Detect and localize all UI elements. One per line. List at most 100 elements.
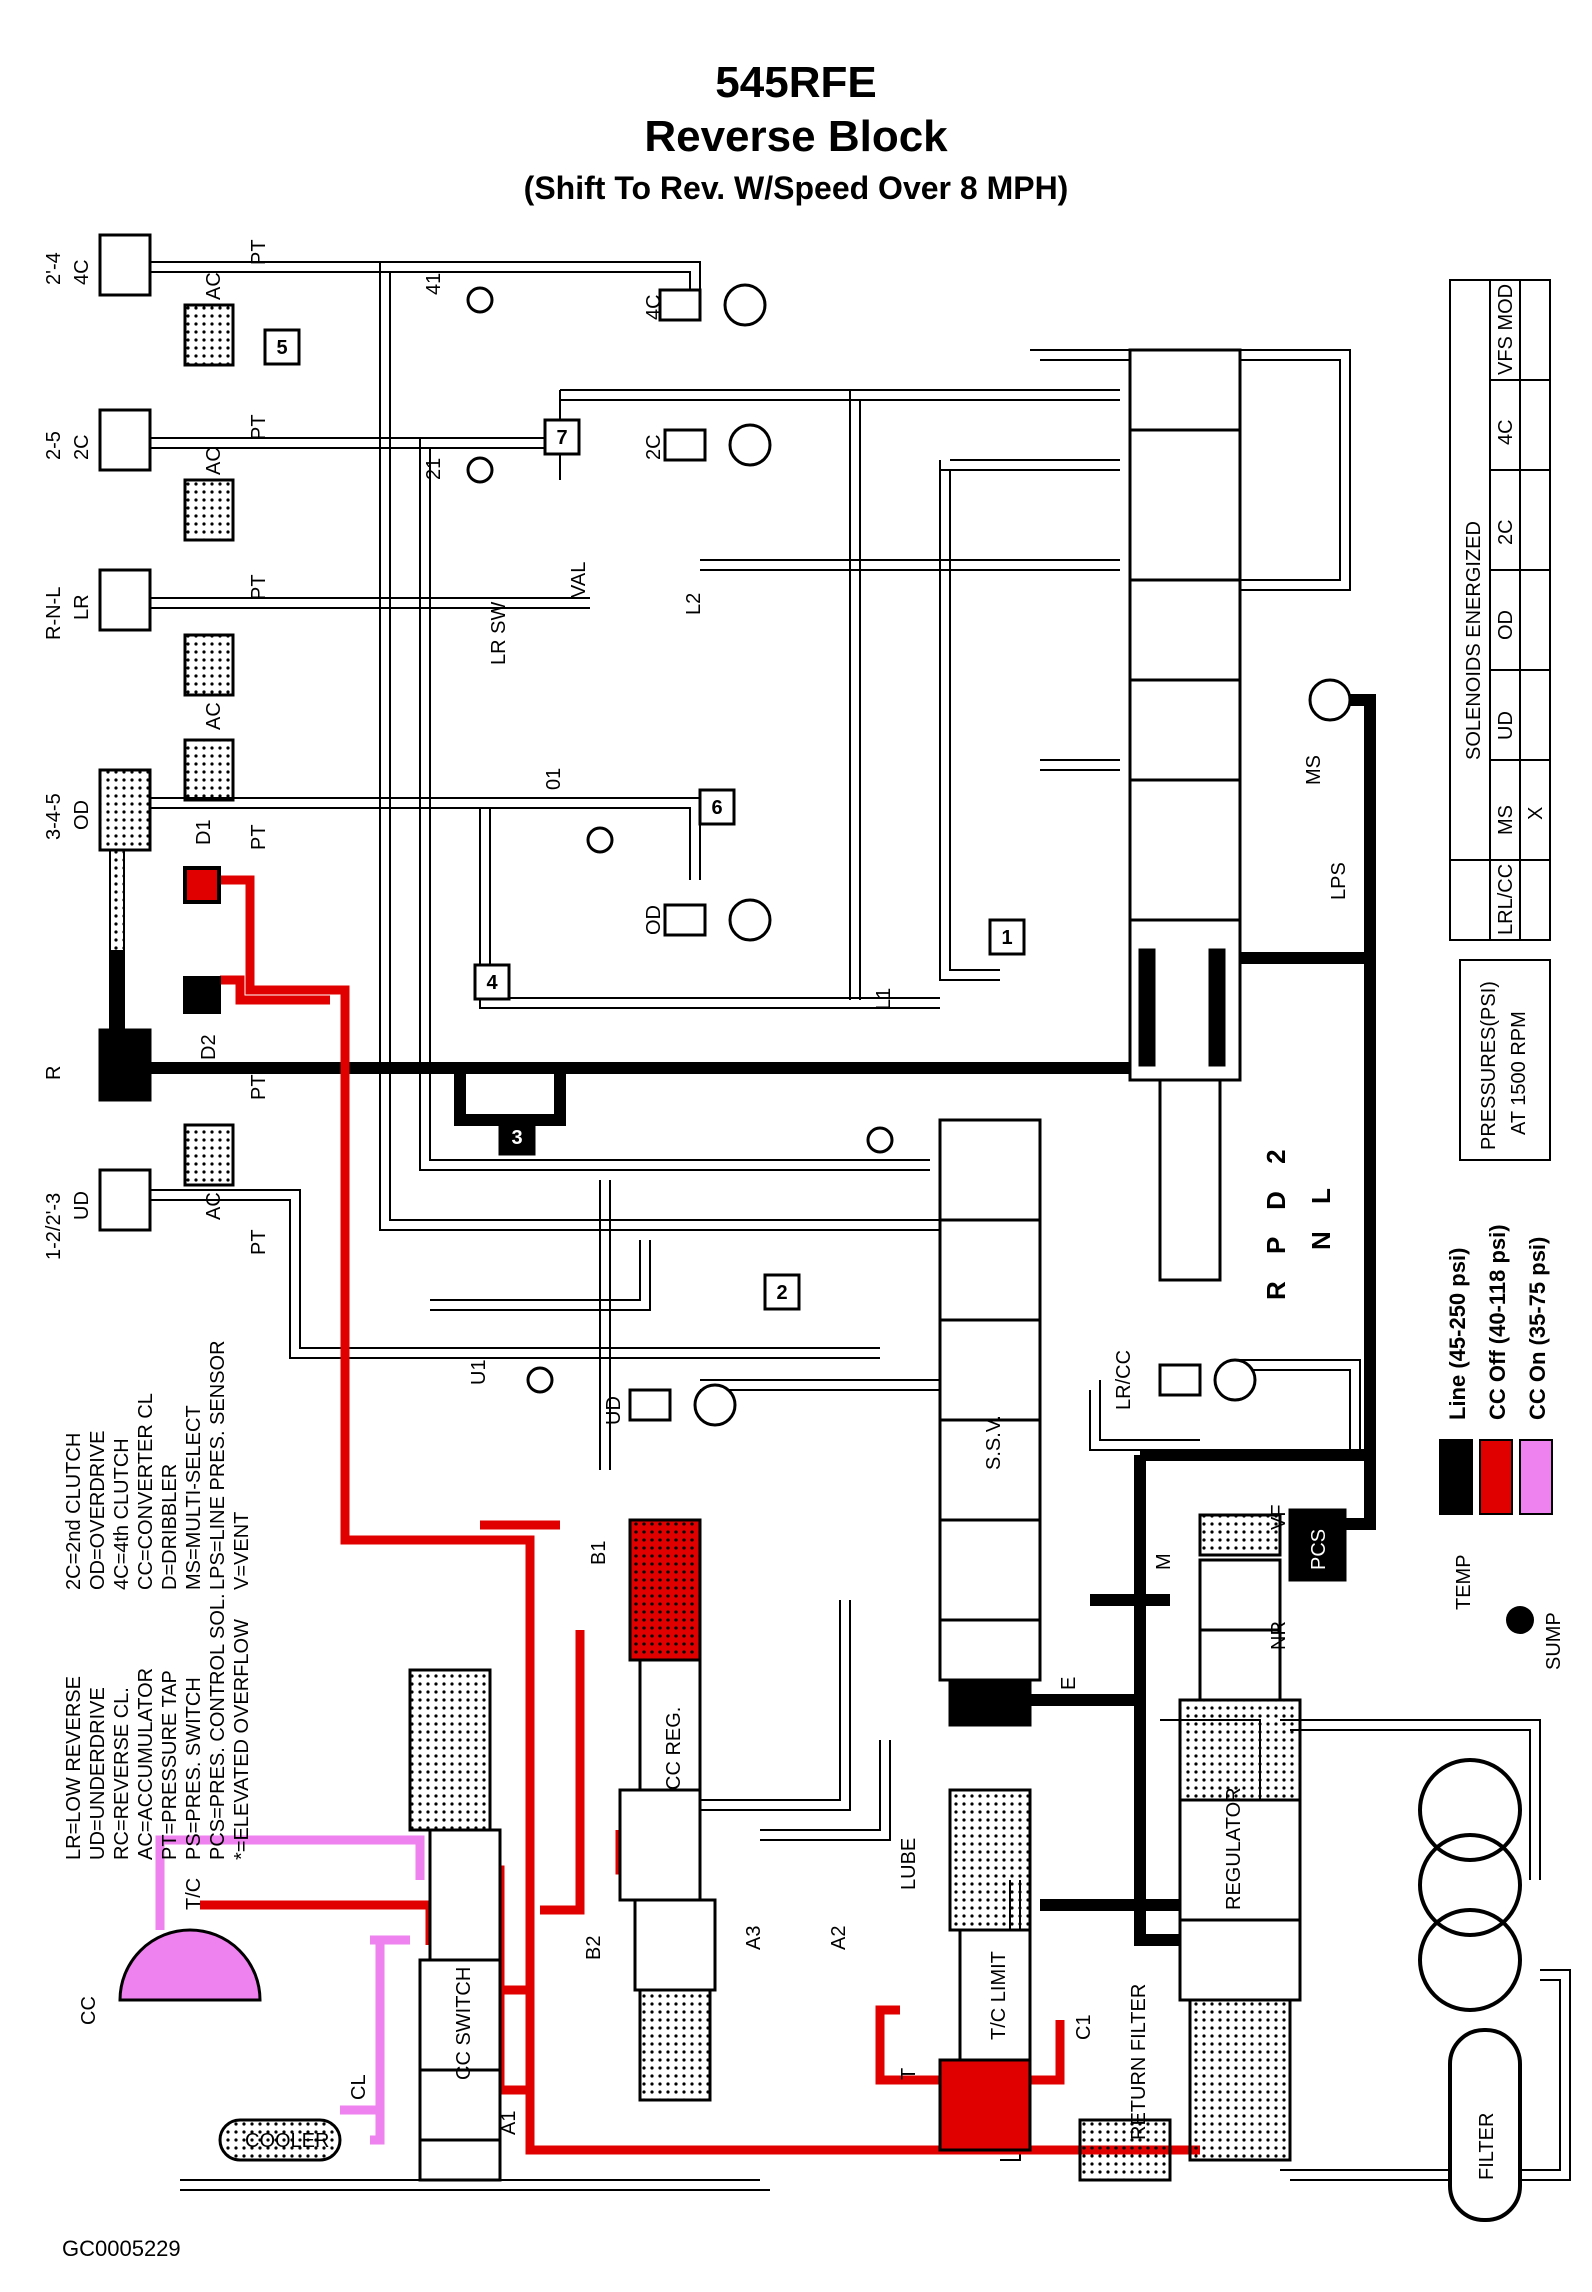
circuit-a3: A3 [743,1926,765,1950]
circuit-a1: A1 [498,2111,520,2135]
circuit-01: 01 [543,768,565,790]
solenoids [628,283,1352,1427]
cc-switch-valve [408,1668,502,2182]
clutch-name-4c: 4C [71,259,93,285]
abbreviations-list-2: LR=LOW REVERSE UD=UNDERDRIVE RC=REVERSE … [63,1593,253,1860]
sol-col-4c: 4C [1495,419,1517,445]
sol-od-label: OD [643,905,665,935]
cl-label: CL [348,2074,370,2100]
sump-filter [1448,2028,1522,2222]
solenoid-table-header: SOLENOIDS ENERGIZED [1463,521,1485,760]
manual-valve [1128,348,1242,1282]
clutch-range-ud: 1-2/2'-3 [43,1193,65,1260]
circuit-a2: A2 [828,1926,850,1950]
sump-sensor [1506,1606,1534,1634]
sol-col-ud: UD [1495,711,1517,740]
circuit-21: 21 [423,458,445,480]
clutch-2c [98,408,152,472]
ac-label-2c: AC [203,447,225,475]
nr-label: NR [1268,1621,1290,1650]
figure-id: GC0005229 [62,2236,181,2261]
abbr-1-6: LPS=LINE PRES. SENSOR [207,1340,229,1590]
sol-val-ms: X [1525,807,1547,820]
tc-limit-label: T/C LIMIT [988,1951,1010,2040]
abbr-1-0: 2C=2nd CLUTCH [63,1433,85,1590]
abbr-1-3: CC=CONVERTER CL [135,1393,157,1590]
pressure-switches [466,286,894,1394]
temp-label: TEMP [1453,1554,1475,1610]
return-filter-label: RETURN FILTER [1128,1984,1150,2140]
clutch-ud [98,1168,152,1232]
e-label: E [1058,1677,1080,1690]
abbr-2-0: LR=LOW REVERSE [63,1676,85,1860]
circuit-l2: L2 [683,593,705,615]
abbr-1-2: 4C=4th CLUTCH [111,1438,133,1590]
check-2: 2 [776,1282,787,1304]
legend-swatch-line [1439,1439,1473,1515]
circuit-b1: B1 [588,1541,610,1565]
clutch-name-od: OD [71,800,93,830]
sol-col-2c: 2C [1495,519,1517,545]
ssv-label: S.S.V. [983,1415,1005,1470]
pt-label-rc: PT [248,1074,270,1100]
abbreviations-list-1: 2C=2nd CLUTCH OD=OVERDRIVE 4C=4th CLUTCH… [63,1340,253,1590]
circuit-41: 41 [423,273,445,295]
ac-label-od: AC [203,702,225,730]
sol-col-od: OD [1495,610,1517,640]
abbr-2-6: PCS=PRES. CONTROL SOL. [207,1593,229,1860]
check-7: 7 [556,427,567,449]
pt-label-lr: PT [248,574,270,600]
ms-label: MS [1303,755,1325,785]
sol-col-vfs: VFS MOD [1495,284,1517,375]
abbr-2-1: UD=UNDERDRIVE [87,1687,109,1860]
check-1: 1 [1001,927,1012,949]
diagram-subtitle: Reverse Block [644,112,948,161]
abbr-1-5: MS=MULTI-SELECT [183,1405,205,1590]
component-labels: AC AC AC AC PT PT PT PT PT PT 41 21 01 U… [78,239,1565,2180]
check-6: 6 [711,797,722,819]
pt-label-ud: PT [248,1229,270,1255]
pressure-box: PRESSURES(PSI) AT 1500 RPM [1459,959,1551,1161]
accumulators [183,303,235,1187]
solenoid-switch-valve [938,1118,1042,1727]
check-3: 3 [511,1127,522,1149]
cooler-label: COOLER [245,2130,329,2152]
gear-positions: R P D 2 N L [1261,1139,1336,1300]
cooler [218,2118,342,2162]
clutch-name-ud: UD [71,1191,93,1220]
clutch-name-2c: 2C [71,434,93,460]
clutch-rc [98,950,152,1102]
diagram-condition: (Shift To Rev. W/Speed Over 8 MPH) [523,170,1069,206]
sol-ud-label: UD [603,1396,625,1425]
circuit-l1: L1 [873,988,895,1010]
return-filter [1078,2118,1172,2182]
dribbler-d2-label: D2 [198,1034,220,1060]
circuit-c1: C1 [1073,2014,1095,2040]
dribbler-d2 [183,976,221,1014]
pt-label-4c: PT [248,239,270,265]
pcs-label: PCS [1308,1529,1330,1570]
tc-limit-valve [938,1788,1032,2152]
check-ball-numbers: 1 2 3 4 5 6 7 [276,337,1012,1304]
ac-label-ud: AC [203,1192,225,1220]
pressure-box-line2: AT 1500 RPM [1508,1011,1530,1135]
legend-swatch-cc-off [1479,1439,1513,1515]
cc-regulator-valve [618,1518,717,2102]
cc-on-circuit [155,1835,425,2145]
vf-label: VF [1268,1504,1290,1530]
m-label: M [1153,1553,1175,1570]
cc-reg-label: CC REG. [663,1707,685,1790]
pressure-box-line1: PRESSURES(PSI) [1478,981,1500,1150]
regulator-label: REGULATOR [1223,1787,1245,1910]
pt-label-od: PT [248,824,270,850]
lube-label: LUBE [898,1838,920,1890]
pt-label-2c: PT [248,414,270,440]
abbr-2-5: PS=PRES. SWITCH [183,1677,205,1860]
cc-off-circuit [200,875,1200,2155]
circuit-b2: B2 [583,1936,605,1960]
tc-label: T/C [183,1878,205,1910]
regulator-assembly [1178,1508,1347,2162]
solenoid-table: SOLENOIDS ENERGIZED LRL/CC MS UD OD 2C 4… [1449,279,1551,941]
check-5: 5 [276,337,287,359]
